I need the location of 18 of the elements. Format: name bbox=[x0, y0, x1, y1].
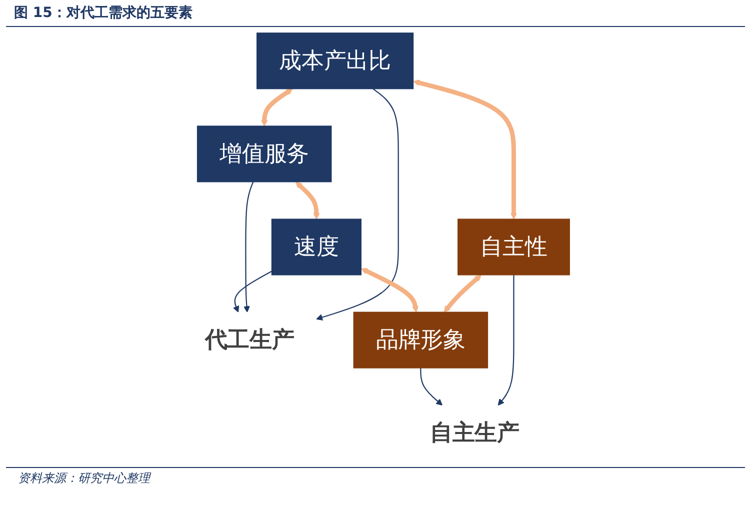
arrow bbox=[443, 274, 481, 312]
arrow bbox=[242, 182, 254, 312]
node-box: 品牌形象 bbox=[352, 312, 488, 368]
arrow bbox=[232, 270, 272, 312]
source-note: 资料来源：研究中心整理 bbox=[6, 467, 745, 489]
arrow bbox=[497, 274, 514, 406]
figure-title: 图 15：对代工需求的五要素 bbox=[6, 0, 745, 27]
arrow bbox=[316, 88, 398, 320]
arrow bbox=[260, 88, 292, 126]
node-box: 自主性 bbox=[457, 218, 570, 276]
node-text: 自主生产 bbox=[429, 420, 519, 446]
arrow bbox=[412, 80, 516, 220]
node-box: 增值服务 bbox=[196, 126, 332, 182]
node-box: 速度 bbox=[270, 218, 361, 276]
arrow bbox=[420, 368, 442, 406]
node-box: 成本产出比 bbox=[256, 32, 414, 90]
arrow bbox=[360, 268, 418, 312]
arrow bbox=[295, 182, 320, 220]
